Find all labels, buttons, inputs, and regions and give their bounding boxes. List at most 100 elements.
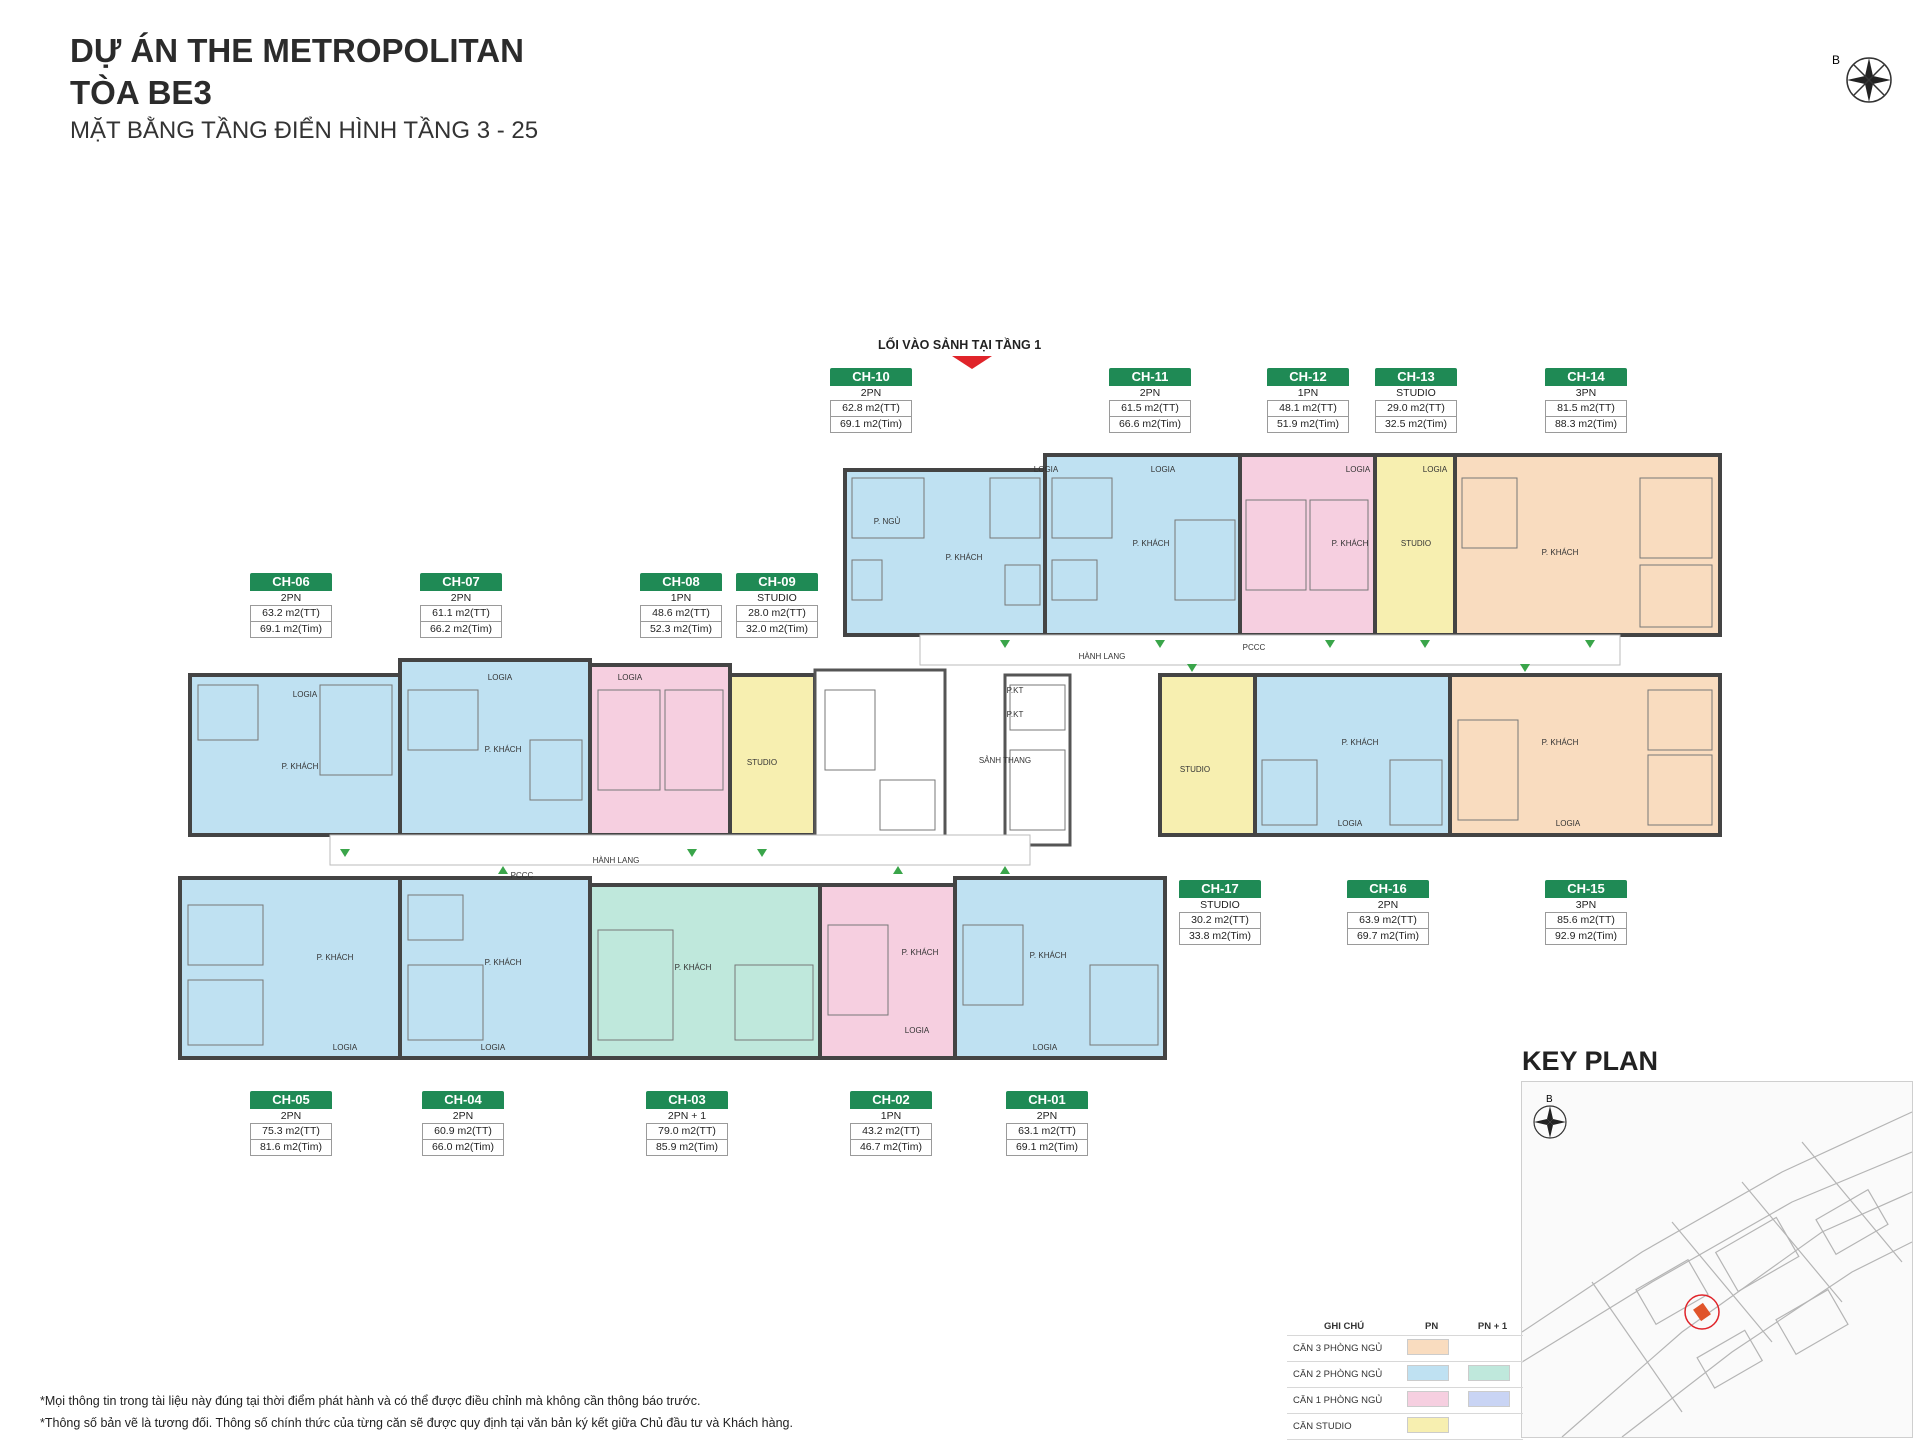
unit-area-tim: 52.3 m2(Tim) (641, 621, 721, 637)
unit-ch15-plan[interactable] (1448, 673, 1722, 837)
unit-area-tim: 69.1 m2(Tim) (1007, 1139, 1087, 1155)
logia-label-13: LOGIA (1033, 1043, 1058, 1052)
unit-label-ch07[interactable]: CH-07 2PN 61.1 m2(TT)66.2 m2(Tim) (420, 573, 502, 638)
unit-type: 2PN (1036, 1110, 1058, 1122)
unit-label-ch16[interactable]: CH-16 2PN 63.9 m2(TT)69.7 m2(Tim) (1347, 880, 1429, 945)
pkt-label-1: P.KT (1007, 686, 1024, 695)
unit-ch17-plan[interactable] (1158, 673, 1257, 837)
keyplan-title: KEY PLAN (1522, 1046, 1659, 1076)
footnote-2: *Thông số bản vẽ là tương đối. Thông số … (40, 1416, 793, 1430)
unit-label-ch09[interactable]: CH-09 STUDIO 28.0 m2(TT)32.0 m2(Tim) (736, 573, 818, 638)
logia-label-12: LOGIA (905, 1026, 930, 1035)
unit-ch05-plan[interactable] (178, 876, 402, 1060)
entry-arrows (340, 640, 1595, 874)
unit-type: 2PN (280, 1110, 302, 1122)
unit-code: CH-17 (1179, 880, 1261, 898)
unit-area-tim: 92.9 m2(Tim) (1546, 928, 1626, 944)
unit-label-ch12[interactable]: CH-12 1PN 48.1 m2(TT)51.9 m2(Tim) (1267, 368, 1349, 433)
living-label-3: P. KHÁCH (1332, 539, 1369, 548)
studio-label-1: STUDIO (1401, 539, 1431, 548)
unit-code: CH-09 (736, 573, 818, 591)
unit-label-ch08[interactable]: CH-08 1PN 48.6 m2(TT)52.3 m2(Tim) (640, 573, 722, 638)
unit-area-tt: 28.0 m2(TT) (737, 605, 817, 621)
logia-label-1: LOGIA (1034, 465, 1059, 474)
unit-label-ch14[interactable]: CH-14 3PN 81.5 m2(TT)88.3 m2(Tim) (1545, 368, 1627, 433)
unit-label-ch17[interactable]: CH-17 STUDIO 30.2 m2(TT)33.8 m2(Tim) (1179, 880, 1261, 945)
living-label-8: P. KHÁCH (1542, 738, 1579, 747)
unit-type: 2PN (452, 1110, 474, 1122)
unit-area-tim: 32.0 m2(Tim) (737, 621, 817, 637)
core-lobby (813, 668, 1072, 847)
unit-area-tt: 63.1 m2(TT) (1007, 1123, 1087, 1139)
unit-ch01-plan[interactable] (953, 876, 1167, 1060)
compass-letter: B (1832, 53, 1840, 67)
legend-row-studio: CĂN STUDIO (1287, 1413, 1402, 1440)
unit-label-ch15[interactable]: CH-15 3PN 85.6 m2(TT)92.9 m2(Tim) (1545, 880, 1627, 945)
swatch-2pn-plus1 (1468, 1365, 1511, 1381)
unit-area-tt: 60.9 m2(TT) (423, 1123, 503, 1139)
unit-ch14-plan[interactable] (1453, 453, 1722, 637)
unit-label-ch02[interactable]: CH-02 1PN 43.2 m2(TT)46.7 m2(Tim) (850, 1091, 932, 1156)
unit-area-tt: 62.8 m2(TT) (831, 400, 911, 416)
legend-header-pn1: PN + 1 (1462, 1317, 1523, 1336)
unit-ch03-plan[interactable] (588, 883, 822, 1060)
unit-code: CH-10 (830, 368, 912, 386)
logia-label-9: LOGIA (1556, 819, 1581, 828)
unit-ch07-plan[interactable] (398, 658, 592, 837)
logia-label-4: LOGIA (1423, 465, 1448, 474)
unit-code: CH-04 (422, 1091, 504, 1109)
living-label-10: P. KHÁCH (485, 958, 522, 967)
unit-area-tt: 75.3 m2(TT) (251, 1123, 331, 1139)
unit-label-ch04[interactable]: CH-04 2PN 60.9 m2(TT)66.0 m2(Tim) (422, 1091, 504, 1156)
unit-label-ch13[interactable]: CH-13 STUDIO 29.0 m2(TT)32.5 m2(Tim) (1375, 368, 1457, 433)
living-label-4: P. KHÁCH (1542, 548, 1579, 557)
living-label-9: P. KHÁCH (317, 953, 354, 962)
unit-ch12-plan[interactable] (1238, 453, 1377, 637)
unit-ch09-plan[interactable] (728, 673, 817, 837)
legend-row-3pn: CĂN 3 PHÒNG NGỦ (1287, 1335, 1402, 1362)
unit-ch16-plan[interactable] (1253, 673, 1452, 837)
unit-label-ch03[interactable]: CH-03 2PN + 1 79.0 m2(TT)85.9 m2(Tim) (646, 1091, 728, 1156)
unit-ch06-plan[interactable] (188, 673, 402, 837)
corridor-top (919, 634, 1621, 666)
unit-code: CH-01 (1006, 1091, 1088, 1109)
unit-area-tt: 43.2 m2(TT) (851, 1123, 931, 1139)
unit-label-ch01[interactable]: CH-01 2PN 63.1 m2(TT)69.1 m2(Tim) (1006, 1091, 1088, 1156)
unit-ch13-plan[interactable] (1373, 453, 1457, 637)
unit-code: CH-02 (850, 1091, 932, 1109)
unit-area-tt: 48.6 m2(TT) (641, 605, 721, 621)
compass-icon: B (1832, 53, 1892, 103)
logia-label-8: LOGIA (1338, 819, 1363, 828)
unit-ch02-plan[interactable] (818, 883, 957, 1060)
legend-row-2pn: CĂN 2 PHÒNG NGỦ (1287, 1361, 1402, 1388)
unit-ch11-plan[interactable] (1043, 453, 1247, 637)
unit-type: 2PN (450, 592, 472, 604)
keyplan-highlight (1684, 1294, 1720, 1330)
unit-area-tim: 46.7 m2(Tim) (851, 1139, 931, 1155)
unit-ch04-plan[interactable] (398, 876, 592, 1060)
unit-type: 2PN (280, 592, 302, 604)
corridor-bottom (329, 834, 1031, 866)
unit-area-tim: 69.1 m2(Tim) (831, 416, 911, 432)
unit-area-tim: 85.9 m2(Tim) (647, 1139, 727, 1155)
pkt-label-2: P.KT (1007, 710, 1024, 719)
unit-label-ch10[interactable]: CH-10 2PN 62.8 m2(TT)69.1 m2(Tim) (830, 368, 912, 433)
unit-label-ch06[interactable]: CH-06 2PN 63.2 m2(TT)69.1 m2(Tim) (250, 573, 332, 638)
unit-label-ch05[interactable]: CH-05 2PN 75.3 m2(TT)81.6 m2(Tim) (250, 1091, 332, 1156)
unit-ch08-plan[interactable] (588, 663, 732, 837)
unit-code: CH-03 (646, 1091, 728, 1109)
logia-label-5: LOGIA (293, 690, 318, 699)
unit-area-tim: 66.2 m2(Tim) (421, 621, 501, 637)
keyplan-compass-icon: B (1533, 1094, 1567, 1139)
swatch-3pn (1407, 1339, 1450, 1355)
unit-area-tt: 61.5 m2(TT) (1110, 400, 1190, 416)
swatch-1pn-plus1 (1468, 1391, 1511, 1407)
swatch-studio (1407, 1417, 1450, 1433)
living-label-12: P. KHÁCH (902, 948, 939, 957)
studio-label-3: STUDIO (1180, 765, 1210, 774)
entrance-label: LỐI VÀO SẢNH TẠI TẦNG 1 (878, 338, 1042, 352)
unit-area-tt: 81.5 m2(TT) (1546, 400, 1626, 416)
unit-ch10-plan[interactable] (843, 468, 1047, 637)
unit-code: CH-06 (250, 573, 332, 591)
unit-label-ch11[interactable]: CH-11 2PN 61.5 m2(TT)66.6 m2(Tim) (1109, 368, 1191, 433)
